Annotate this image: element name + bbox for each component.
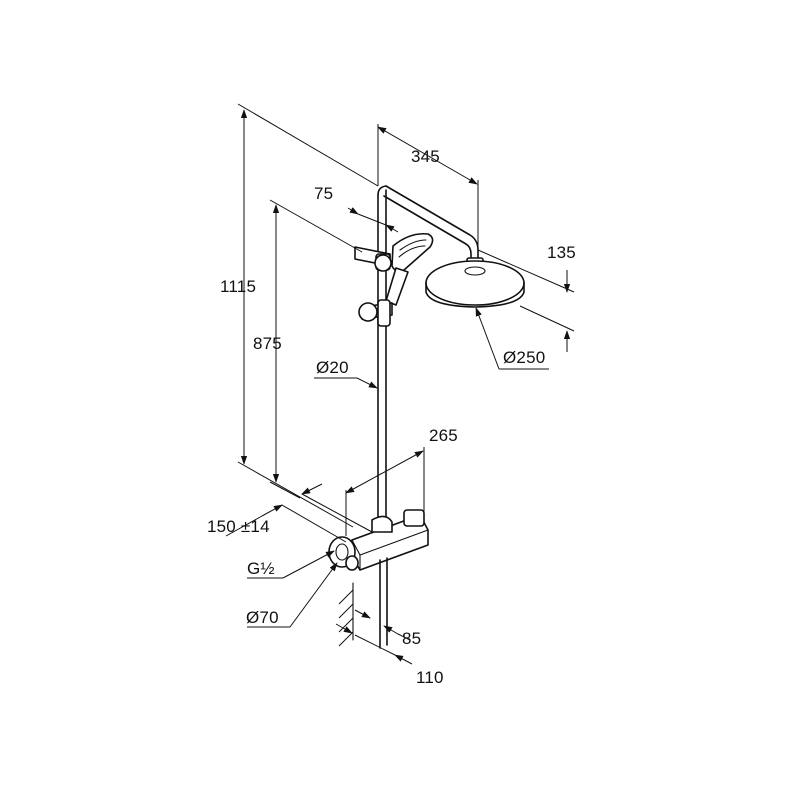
- label-height-holder: 875: [253, 334, 282, 353]
- label-thread: G½: [247, 559, 275, 578]
- dimension-lines: [225, 103, 575, 665]
- label-head-offset: 135: [547, 243, 576, 262]
- label-wall-to-pipe: 85: [402, 629, 421, 648]
- label-wall-to-front: 110: [416, 668, 444, 687]
- wall-hatching: [338, 582, 354, 647]
- dim-wall-to-pipe: [354, 609, 411, 641]
- label-mixer-width: 265: [429, 426, 458, 445]
- label-height-total: 1115: [220, 277, 256, 296]
- lower-slider: [358, 299, 393, 327]
- shower-system-product: [328, 185, 525, 649]
- dim-height-holder: [269, 199, 363, 499]
- label-head-diameter: Ø250: [503, 348, 545, 367]
- label-holder-offset: 75: [314, 184, 333, 203]
- dimension-labels: 1115 875 345 75 135 Ø250 Ø20 265 150 ±14…: [207, 147, 576, 687]
- hand-shower: [385, 232, 434, 306]
- label-arm-length: 345: [411, 147, 440, 166]
- riser-pipe: [377, 185, 387, 519]
- dim-inlet-spacing: [225, 483, 373, 543]
- dim-wall-to-front: [335, 623, 413, 665]
- dim-holder-offset: [347, 207, 399, 233]
- dim-arm-length: [377, 124, 479, 258]
- label-inlet-spacing: 150 ±14: [207, 517, 270, 536]
- thermostatic-mixer: [328, 509, 429, 649]
- upper-holder-clamp: [354, 246, 392, 272]
- label-pipe-diameter: Ø20: [316, 358, 349, 377]
- rain-shower-head: [425, 257, 525, 308]
- dim-head-offset: [477, 249, 575, 352]
- label-rosette-diameter: Ø70: [246, 608, 279, 627]
- dim-height-total: [237, 103, 379, 528]
- dim-mixer-width: [345, 447, 425, 536]
